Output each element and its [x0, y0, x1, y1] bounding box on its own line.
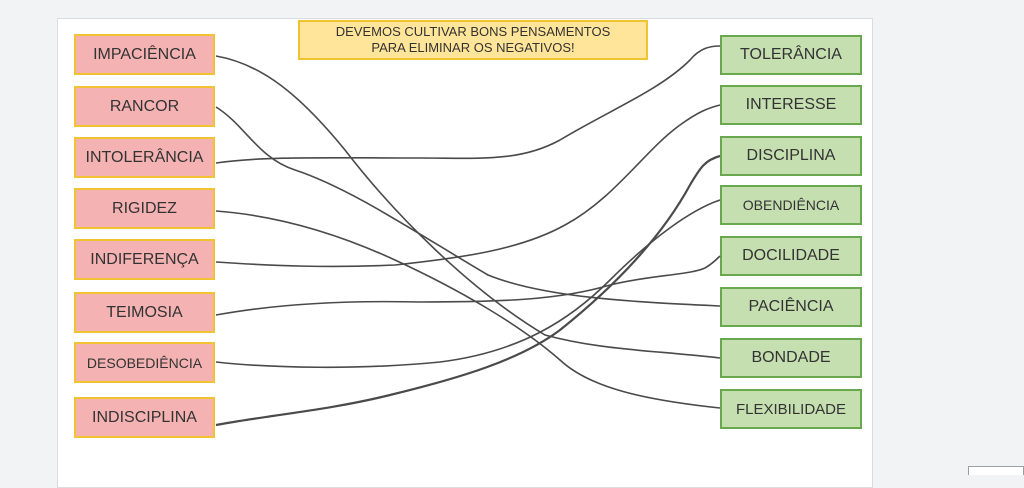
positive-label: FLEXIBILIDADE [735, 400, 847, 418]
negative-box-teimosia[interactable]: TEIMOSIA [74, 292, 215, 333]
positive-box-tolerancia[interactable]: TOLERÂNCIA [720, 35, 862, 75]
negative-label: IMPACIÊNCIA [93, 45, 196, 63]
positive-label: BONDADE [751, 349, 831, 366]
negative-label: RIGIDEZ [112, 199, 177, 217]
positive-label: TOLERÂNCIA [740, 46, 842, 63]
positive-label: DISCIPLINA [746, 147, 836, 164]
positive-box-bondade[interactable]: BONDADE [720, 338, 862, 378]
negative-box-rigidez[interactable]: RIGIDEZ [74, 188, 215, 229]
positive-label: PACIÊNCIA [748, 298, 834, 315]
scroll-corner-box [968, 466, 1024, 475]
title-line-2: PARA ELIMINAR OS NEGATIVOS! [371, 40, 575, 55]
title-banner: DEVEMOS CULTIVAR BONS PENSAMENTOS PARA E… [298, 20, 648, 60]
negative-label: INTOLERÂNCIA [85, 148, 204, 166]
negative-label: TEIMOSIA [106, 303, 183, 321]
negative-label: INDISCIPLINA [92, 408, 197, 426]
negative-box-desobediencia[interactable]: DESOBEDIÊNCIA [74, 342, 215, 383]
positive-box-flexibilidade[interactable]: FLEXIBILIDADE [720, 389, 862, 429]
positive-label: OBENDIÊNCIA [742, 197, 840, 213]
negative-box-indiferenca[interactable]: INDIFERENÇA [74, 239, 215, 280]
positive-box-paciencia[interactable]: PACIÊNCIA [720, 287, 862, 327]
positive-label: DOCILIDADE [742, 247, 840, 264]
negative-box-impaciencia[interactable]: IMPACIÊNCIA [74, 34, 215, 75]
negative-box-intolerancia[interactable]: INTOLERÂNCIA [74, 137, 215, 178]
positive-box-interesse[interactable]: INTERESSE [720, 85, 862, 125]
positive-box-obendiencia[interactable]: OBENDIÊNCIA [720, 185, 862, 225]
negative-label: RANCOR [109, 97, 180, 115]
negative-box-rancor[interactable]: RANCOR [74, 86, 215, 127]
positive-label: INTERESSE [745, 96, 837, 113]
positive-box-disciplina[interactable]: DISCIPLINA [720, 136, 862, 176]
negative-label: INDIFERENÇA [90, 250, 199, 268]
positive-box-docilidade[interactable]: DOCILIDADE [720, 236, 862, 276]
negative-box-indisciplina[interactable]: INDISCIPLINA [74, 397, 215, 438]
negative-label: DESOBEDIÊNCIA [86, 354, 203, 371]
title-line-1: DEVEMOS CULTIVAR BONS PENSAMENTOS [335, 24, 611, 39]
